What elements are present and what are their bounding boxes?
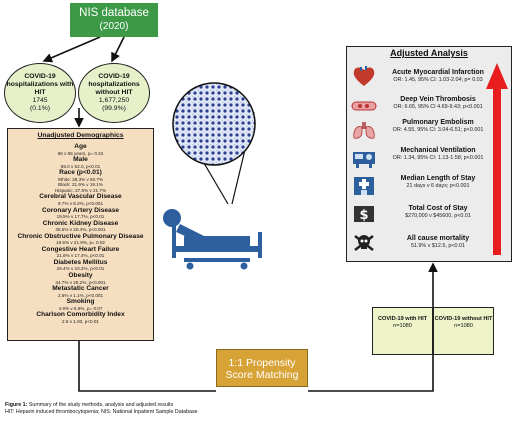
outcome-label: Mechanical Ventilation [400,147,476,154]
with-hit-pct: (0.1%) [29,105,51,112]
outcome-value: OR: 1.45, 95% CI: 1.03-2.04; p= 0.03 [393,77,483,83]
caption-text: Summary of the study methods, analysis a… [27,402,174,408]
demographic-value: 26.4% v 23.2%, p<0.01 [56,266,105,272]
group-n: n=1080 [454,323,473,329]
line-demographics-to-psm [78,341,216,392]
with-hit-oval: COVID-19 hospitalizations with HIT 1745 … [4,63,76,123]
demographic-value: White: 38.3% v 50.7% [57,176,104,182]
psm-label: 1:1 Propensity Score Matching [225,357,299,381]
group-title: COVID-19 without HIT [434,316,493,322]
outcome-length-of-stay: Median Length of Stay 21 days v 6 days; … [383,175,493,190]
demographic-label: Coronary Artery Disease [41,206,120,214]
arrow-to-with-hit [42,36,101,63]
line-psm-to-groups [308,355,434,392]
hospital-icon [354,177,374,195]
demographic-value: Black: 21.6% v 19.1% [58,182,103,188]
demographic-value: 35.5% v 20.4%, p<0.001 [55,227,106,233]
without-hit-title: COVID-19 hospitalizations without HIT [88,73,140,96]
demographic-label: Smoking [66,298,95,306]
demographic-label: Race (p<0.01) [59,169,102,177]
caption-figure-label: Figure 1: [5,402,28,408]
skull-icon [354,235,374,251]
caption-line-1: Figure 1: Summary of the study methods, … [5,402,515,409]
demographic-label: Obesity [68,272,93,280]
lungs-icon [353,122,375,139]
outcome-mortality: All cause mortality 51.9% v $12.5, p<0.0… [383,235,493,250]
propensity-matching-box: 1:1 Propensity Score Matching [216,349,308,387]
outcome-value: OR: 6.65, 95% CI 4.69-9.43; p<0.001 [393,104,483,110]
arrow-to-without-hit [111,36,125,63]
dollar-icon: $ [354,206,374,223]
blood-cells-magnified [172,82,256,166]
outcome-label: Total Cost of Stay [408,205,468,212]
without-hit-count: 1,677,250 [98,97,130,104]
outcome-value: OR: 4.55, 95% CI: 3.04-6.51; p<0.001 [392,127,484,133]
demographic-label: Metastatic Cancer [52,285,109,293]
nis-year: (2020) [99,21,129,32]
demographic-value: Hispanic: 27.5% v 21.7% [54,187,107,193]
without-hit-oval: COVID-19 hospitalizations without HIT 1,… [78,63,150,123]
demographic-label: Chronic Obstructive Pulmonary Disease [17,232,144,240]
demographic-value: 2.6% v 1.1%, p<0.001 [57,292,104,298]
outcome-value: 21 days v 6 days; p<0.001 [406,183,470,189]
outcome-pe: Pulmonary Embolism OR: 4.55, 95% CI: 3.0… [383,119,493,134]
outcome-ami: Acute Myocardial Infarction OR: 1.45, 95… [383,69,493,84]
demographic-value: 66 v 65 years, p= 0.34 [57,150,104,156]
outcome-label: All cause mortality [406,235,470,242]
caption-line-2: HIT: Heparin induced thrombocytopenia; N… [5,408,198,415]
increasing-risk-arrow [486,63,508,255]
demographic-value: 9.7% v 8.2%, p<0.001 [57,200,104,206]
demographic-label: Age [74,143,87,150]
outcome-cost: Total Cost of Stay $270,000 v $45600, p<… [383,205,493,220]
with-hit-title: COVID-19 hospitalizations with HIT [6,73,74,96]
demographic-value: 65.0 v 52.0, p<0.01 [60,163,101,169]
group-title: COVID-19 with HIT [377,316,428,322]
without-hit-pct: (99.9%) [102,105,126,112]
demographics-title: Unadjusted Demographics [37,132,124,139]
vein-icon [351,101,377,111]
demographic-value: 19.5% v 17.7%, p<0.01 [56,214,105,220]
demographic-value: 34.7% v 28.2%, p<0.001 [55,279,106,285]
heart-icon [353,66,375,86]
nis-database-box: NIS database (2020) [70,3,158,37]
outcome-value: $270,000 v $45600, p<0.01 [405,213,471,219]
figure-caption: Figure 1: Summary of the study methods, … [5,402,515,415]
demographic-label: Charlson Comorbidity Index [36,311,125,319]
adjusted-title: Adjusted Analysis [390,48,468,58]
outcome-label: Median Length of Stay [400,175,476,182]
demographic-label: Chronic Kidney Disease [42,219,119,227]
outcome-label: Acute Myocardial Infarction [392,69,484,76]
group-n: n=1080 [393,323,412,329]
outcome-dvt: Deep Vein Thrombosis OR: 6.65, 95% CI 4.… [383,96,493,111]
with-hit-count: 1745 [32,97,48,104]
outcome-label: Pulmonary Embolism [402,119,474,126]
outcome-value: 51.9% v $12.5, p<0.01 [410,243,466,249]
demographic-label: Congestive Heart Failure [41,245,120,253]
demographic-label: Male [73,156,88,164]
ventilator-icon [353,152,375,168]
outcome-ventilation: Mechanical Ventilation OR: 1.34, 95% CI:… [383,147,493,162]
matched-group-with-hit: COVID-19 with HIT n=1080 [372,307,433,355]
outcome-value: OR: 1.34, 95% CI: 1.13-1.58; p<0.001 [392,155,484,161]
demographic-value: 2.8 v 1.93, p<0.01 [62,318,99,324]
matched-group-without-hit: COVID-19 without HIT n=1080 [433,307,494,355]
patient-bed-icon [163,209,262,270]
demographic-value: 19.5% v 21.9%, p= 0.02 [56,240,105,246]
demographic-label: Diabetes Mellitus [53,258,108,266]
outcome-label: Deep Vein Thrombosis [400,96,476,103]
demographic-value: 4.9% v 5.9%, p= 0.07 [58,305,103,311]
demographic-value: 21.8% v 17.4%, p<0.01 [56,253,105,259]
demographic-label: Cerebral Vascular Disease [39,193,122,201]
nis-title: NIS database [79,7,149,19]
svg-text:$: $ [359,208,368,223]
adjusted-analysis-box: Adjusted Analysis $ Acute Myocard [346,46,512,262]
